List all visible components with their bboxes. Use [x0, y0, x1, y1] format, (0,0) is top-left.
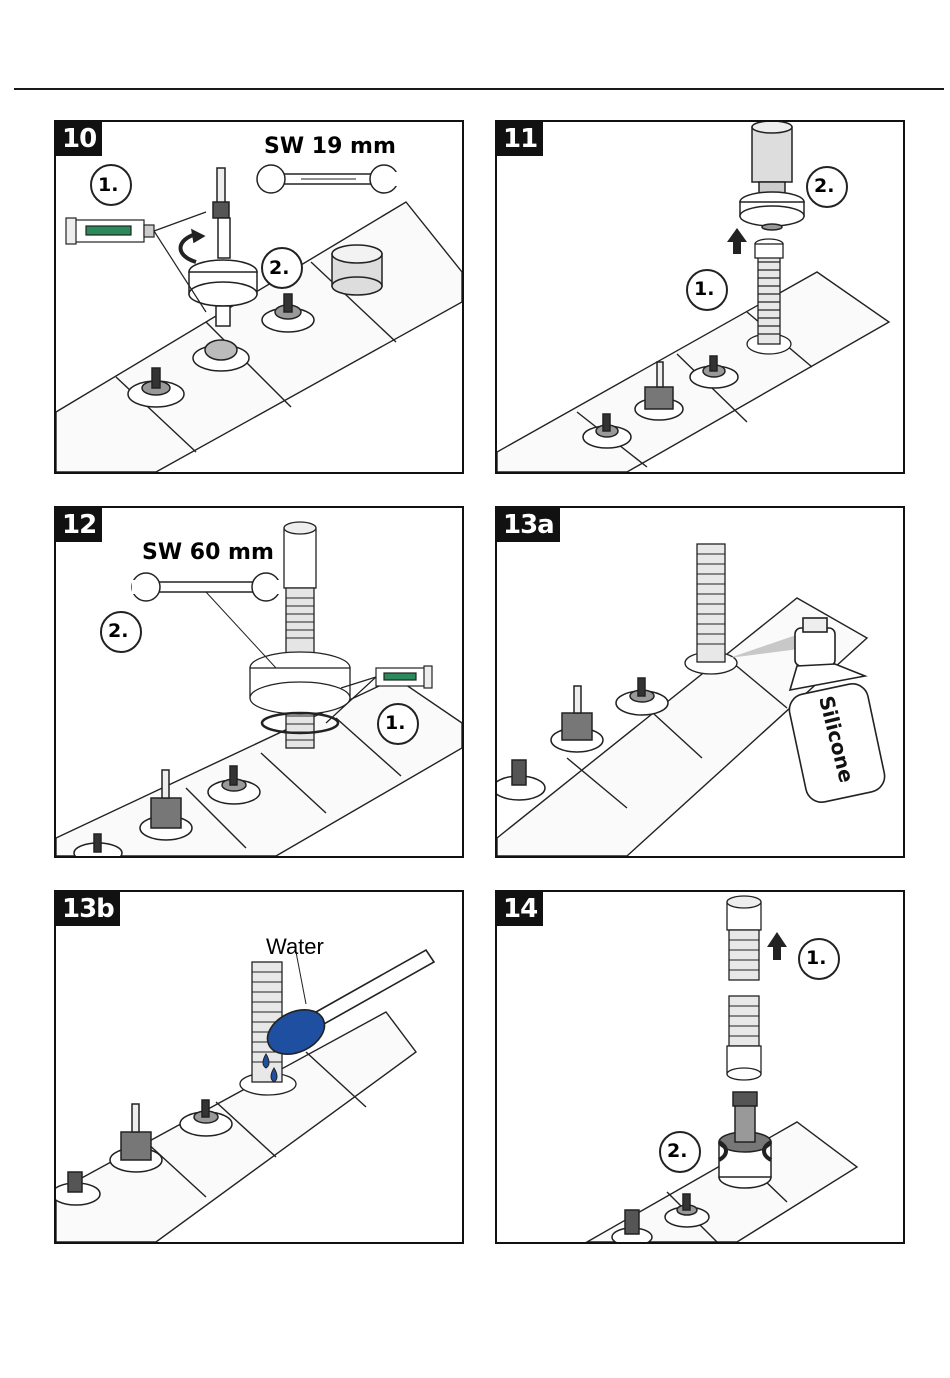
step-panel-12: 12 1. 2. SW 60 mm [54, 506, 464, 858]
callout-2: 2. [667, 1140, 687, 1162]
callout-1: 1. [694, 278, 714, 300]
step-13b-illustration [56, 892, 462, 1242]
step-panel-13a: Silicone 13a [495, 506, 905, 858]
step-number: 12 [56, 508, 102, 542]
callout-2: 2. [814, 175, 834, 197]
wrench-60mm [132, 573, 282, 668]
flexible-hose [685, 544, 737, 674]
callout-1: 1. [806, 947, 826, 969]
wrench-19mm [257, 165, 400, 193]
spindle-assembly [181, 168, 257, 326]
callout-2: 2. [269, 257, 289, 279]
callout-2: 2. [108, 620, 128, 642]
grease-tube [66, 212, 206, 312]
tile-row [56, 1012, 416, 1242]
arrow-up-icon [727, 228, 747, 254]
step-panel-11: 11 1. 2. [495, 120, 905, 474]
valve-cartridge [551, 686, 603, 752]
cap-cylinder [332, 245, 382, 295]
flexible-hose-upper [727, 896, 761, 980]
wrench-size-label: SW 60 mm [142, 540, 274, 565]
step-14-illustration [497, 892, 903, 1242]
step-number: 10 [56, 122, 102, 156]
wrench-size-label: SW 19 mm [264, 134, 396, 159]
step-panel-14: 14 1. 2. [495, 890, 905, 1244]
step-panel-10: 10 1. 2. SW 19 mm [54, 120, 464, 474]
header-rule [14, 88, 944, 90]
step-number: 13b [56, 892, 120, 926]
step-number: 11 [497, 122, 543, 156]
water-label: Water [266, 934, 324, 960]
flexible-hose-lower [727, 996, 761, 1080]
callout-1: 1. [385, 712, 405, 734]
valve-base-left [497, 760, 545, 800]
mixer-base [719, 1092, 771, 1188]
step-13a-illustration: Silicone [497, 508, 903, 856]
arrow-up-icon [767, 932, 787, 960]
socket-tool [740, 122, 804, 230]
step-number: 14 [497, 892, 543, 926]
valve-base-right [616, 678, 668, 715]
callout-1: 1. [98, 174, 118, 196]
step-panel-13b: 13b Water [54, 890, 464, 1244]
step-number: 13a [497, 508, 560, 542]
